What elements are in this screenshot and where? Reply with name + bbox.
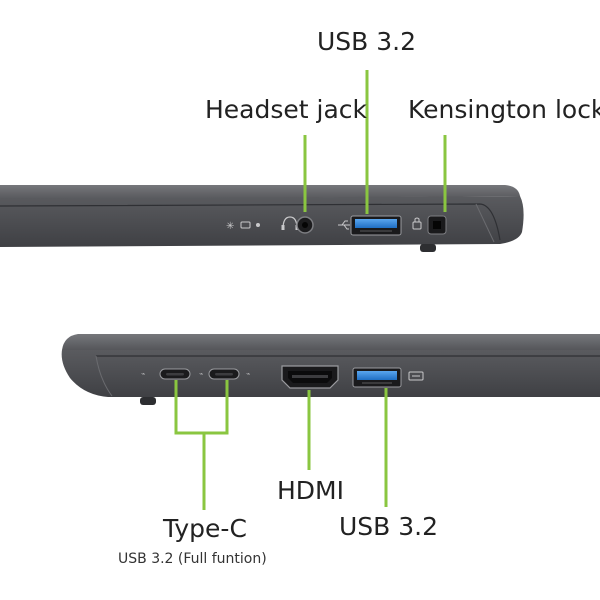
usb-top-label: USB 3.2 [317, 27, 417, 56]
kensington-lock-slot [427, 215, 447, 235]
hdmi-label: HDMI [277, 476, 344, 505]
usb-a-port-top [350, 215, 402, 236]
svg-text:✳: ✳ [226, 221, 234, 232]
callout-lines-bottom [174, 380, 388, 510]
type-c-sub-label: USB 3.2 (Full funtion) [118, 551, 267, 567]
type-c-port-1 [159, 368, 191, 380]
usb-symbol-icon [408, 371, 424, 381]
port-icon-small: ⌁ [246, 370, 250, 378]
headset-jack-port [296, 216, 314, 234]
usb-symbol-icon [338, 220, 350, 230]
headset-jack-label: Headset jack [205, 95, 368, 124]
usb-bottom-label: USB 3.2 [339, 512, 439, 541]
kensington-lock-label: Kensington lock [408, 95, 600, 124]
status-led-icons: ✳ [226, 221, 260, 232]
type-c-port-2 [208, 368, 240, 380]
usb-a-port-bottom [352, 367, 402, 388]
hdmi-port [281, 365, 339, 389]
callout-lines-top [303, 70, 447, 214]
type-c-label: Type-C [163, 514, 247, 543]
laptop-right-side: ✳ [0, 185, 524, 252]
lock-icon [412, 217, 422, 230]
port-icon-small: ⌁ [141, 370, 145, 378]
laptop-left-side: ⌁ ⌁ ⌁ [61, 334, 600, 405]
port-icon-small: ⌁ [199, 370, 203, 378]
